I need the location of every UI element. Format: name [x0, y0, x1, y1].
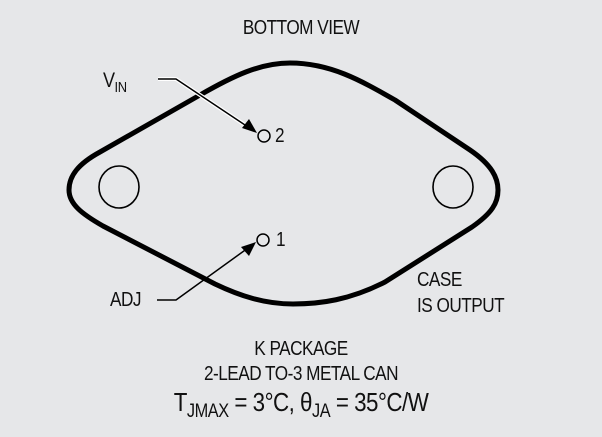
view-title: BOTTOM VIEW	[242, 17, 360, 39]
case-note-line-1: CASE	[417, 269, 462, 291]
pin-1-number: 1	[276, 229, 286, 251]
theta-sub: JA	[311, 401, 331, 422]
pin-2-signal-label: VIN	[103, 70, 127, 95]
mounting-hole-right	[432, 165, 474, 209]
package-description: 2-LEAD TO-3 METAL CAN	[203, 363, 399, 385]
tj-symbol: T	[173, 387, 188, 417]
case-note-line-2: IS OUTPUT	[417, 295, 505, 317]
pin-2-number: 2	[275, 125, 285, 147]
vin-leader-arrow	[158, 77, 257, 133]
pin-2-signal-main: V	[103, 69, 115, 92]
package-name: K PACKAGE	[254, 338, 348, 360]
pin-2-circle	[257, 129, 271, 143]
adj-leader-arrow	[157, 242, 256, 301]
thermal-spec: TJMAX = 3°C, θJA = 35°C/W	[42, 389, 560, 421]
pin-1-signal-label: ADJ	[110, 289, 141, 311]
pin-1-circle	[256, 233, 270, 247]
tj-sub: JMAX	[186, 401, 229, 422]
package-outline	[66, 60, 501, 307]
mounting-hole-left	[98, 165, 140, 209]
tj-value: = 3°C,	[228, 387, 301, 417]
theta-value: = 35°C/W	[330, 387, 429, 417]
pin-2-signal-sub: IN	[114, 79, 127, 96]
theta-symbol: θ	[300, 387, 312, 417]
